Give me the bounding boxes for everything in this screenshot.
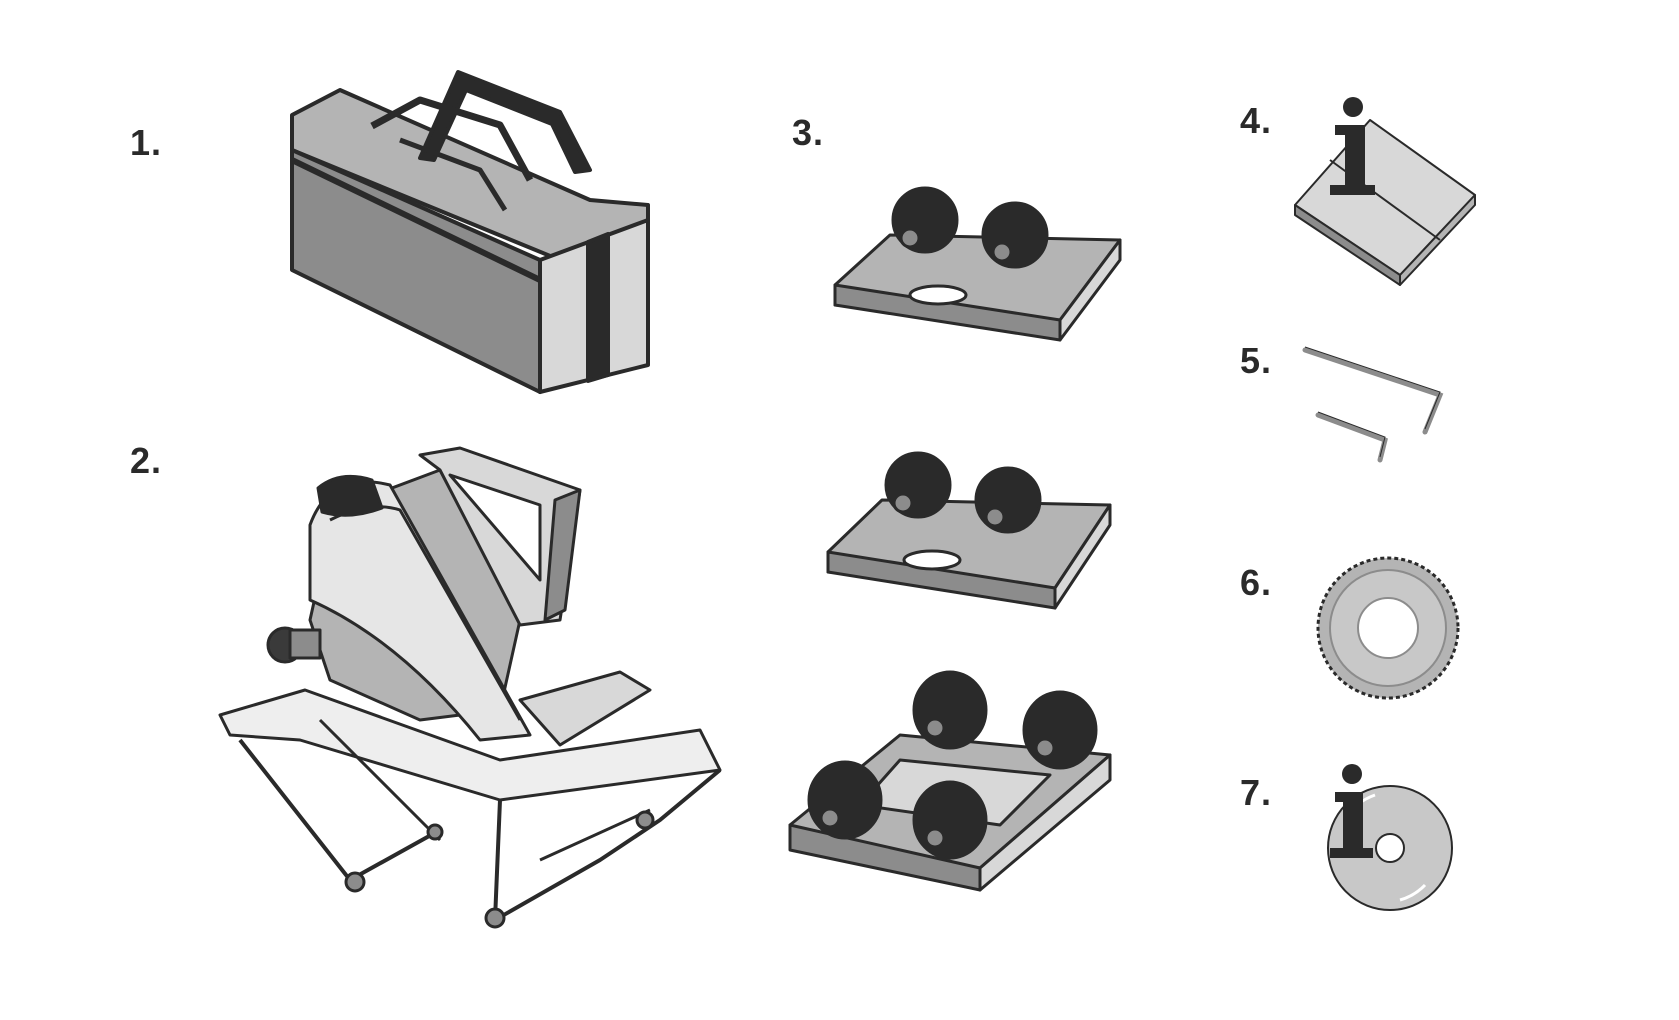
item-number-3: 3. (792, 112, 825, 153)
item-number-2: 2. (130, 440, 163, 481)
carrying-bag-icon (290, 70, 650, 394)
wall-saw-machine-icon (218, 446, 722, 929)
item-number-1: 1. (130, 122, 163, 163)
item-number-4: 4. (1240, 100, 1273, 141)
roller-carriage-icon-3 (788, 670, 1112, 892)
roller-carriage-icon-2 (826, 451, 1112, 610)
item-number-5: 5. (1240, 340, 1273, 381)
item-number-6: 6. (1240, 562, 1273, 603)
hex-keys-icon (1302, 347, 1444, 463)
roller-carriage-icon-1 (833, 186, 1122, 342)
info-cd-icon (1327, 764, 1453, 911)
item-number-7: 7. (1240, 772, 1273, 813)
diamond-blade-icon (1316, 556, 1460, 700)
manual-book-icon (1294, 97, 1476, 286)
